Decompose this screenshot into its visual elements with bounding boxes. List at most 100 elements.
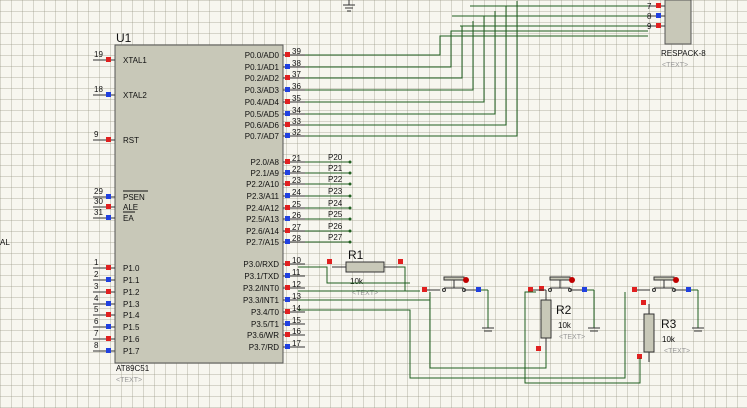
pin-number: 2 <box>94 270 99 279</box>
pin-name: P2.7/A15 <box>246 238 279 247</box>
mcu-right-pin-28[interactable]: 28 P2.7/A15 <box>246 234 305 247</box>
net-label: P23 <box>328 187 343 196</box>
mcu-left-pin-6[interactable]: 6P1.5 <box>93 317 140 332</box>
pin-name: P3.3/INT1 <box>243 296 280 305</box>
pin-name: P0.3/AD3 <box>245 86 280 95</box>
pin-number: 34 <box>292 106 301 115</box>
pin-name: P0.4/AD4 <box>245 98 280 107</box>
p2-net-P27[interactable]: P27 <box>305 233 352 244</box>
p2-net-P26[interactable]: P26 <box>305 222 352 233</box>
mcu-body[interactable] <box>114 44 284 364</box>
resistor-r1[interactable] <box>327 259 403 273</box>
pin-name: P3.0/RXD <box>243 260 279 269</box>
pin-number: 24 <box>292 188 301 197</box>
pin-name: P0.5/AD5 <box>245 110 280 119</box>
pin-number: 31 <box>94 208 103 217</box>
mcu-right-pin-34[interactable]: 34 P0.5/AD5 <box>245 106 305 119</box>
p2-net-P21[interactable]: P21 <box>305 164 352 175</box>
p2-net-P23[interactable]: P23 <box>305 187 352 198</box>
respack-pin-9[interactable]: 9 <box>647 22 665 31</box>
left-edge-label: AL <box>0 238 10 247</box>
net-label: P21 <box>328 164 343 173</box>
pin-number: 29 <box>94 187 103 196</box>
pin-number: 28 <box>292 234 301 243</box>
push-button-3[interactable] <box>632 276 704 332</box>
mcu-left-pin-2[interactable]: 2P1.1 <box>93 270 140 285</box>
pin-number: 6 <box>94 317 99 326</box>
net-label: P24 <box>328 199 343 208</box>
pin-name: XTAL2 <box>123 91 147 100</box>
pin-name: P0.2/AD2 <box>245 74 280 83</box>
pin-number: 10 <box>292 256 301 265</box>
mcu-left-pin-4[interactable]: 4P1.3 <box>93 294 140 309</box>
pin-name: P3.2/INT0 <box>243 284 280 293</box>
mcu-left-pin-5[interactable]: 5P1.4 <box>93 305 140 320</box>
pin-number: 7 <box>94 329 99 338</box>
mcu-left-pin-8[interactable]: 8P1.7 <box>93 341 140 356</box>
p2-net-P22[interactable]: P22 <box>305 175 352 186</box>
respack-pin-8[interactable]: 8 <box>647 12 665 21</box>
pin-number: 27 <box>292 223 301 232</box>
pin-name: RST <box>123 136 139 145</box>
pin-name: P2.6/A14 <box>246 227 279 236</box>
mcu-left-pin-1[interactable]: 1P1.0 <box>93 258 140 273</box>
pin-name: P2.0/A8 <box>251 158 280 167</box>
net-label: P22 <box>328 175 343 184</box>
pin-number: 23 <box>292 176 301 185</box>
ground-symbol-top[interactable] <box>343 0 355 12</box>
pin-name: P1.0 <box>123 264 140 273</box>
mcu-part: AT89C51 <box>116 364 150 373</box>
p0-bus-wires <box>305 1 648 137</box>
mcu-right-pin-23[interactable]: 23 P2.2/A10 <box>246 176 305 189</box>
pin-name: P0.1/AD1 <box>245 63 280 72</box>
resistor-r3[interactable] <box>637 300 655 362</box>
respack-pin-7[interactable]: 7 <box>647 2 665 11</box>
push-button-1[interactable] <box>422 276 494 332</box>
mcu-left-pin-7[interactable]: 7P1.6 <box>93 329 140 344</box>
p2-net-P25[interactable]: P25 <box>305 210 352 221</box>
pin-number: 5 <box>94 305 99 314</box>
mcu-right-pin-10[interactable]: 10 P3.0/RXD <box>243 256 305 269</box>
mcu-left-pins: 19XTAL118XTAL29RST29PSEN30ALE31EA1P1.02P… <box>93 50 148 356</box>
mcu-right-pin-27[interactable]: 27 P2.6/A14 <box>246 223 305 236</box>
pin-number: 13 <box>292 292 301 301</box>
r3-text-tag: <TEXT> <box>664 348 690 355</box>
pin-number: 7 <box>647 2 652 11</box>
resistor-r2[interactable] <box>536 286 552 351</box>
net-label: P27 <box>328 233 343 242</box>
pin-name: P2.2/A10 <box>246 180 279 189</box>
respack-body[interactable] <box>664 0 692 45</box>
mcu-left-pin-3[interactable]: 3P1.2 <box>93 282 140 297</box>
push-button-2[interactable] <box>528 276 600 332</box>
p3-wires <box>298 266 641 384</box>
p2-net-P24[interactable]: P24 <box>305 199 352 210</box>
respack-ref: RESPACK-8 <box>661 49 706 58</box>
p2-net-P20[interactable]: P20 <box>305 153 352 164</box>
